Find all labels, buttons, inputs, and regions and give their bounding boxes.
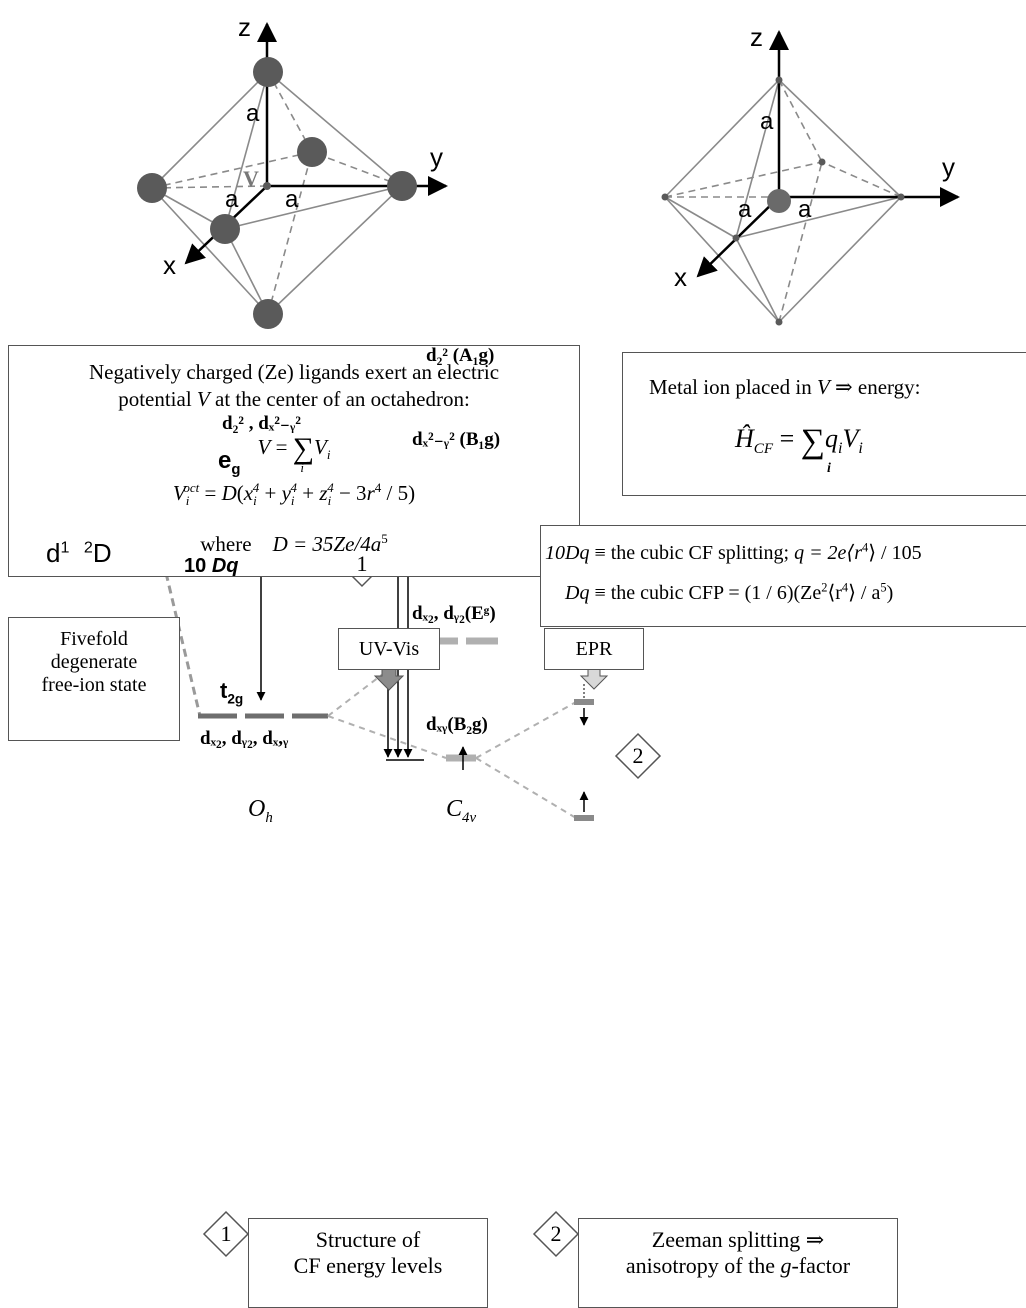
uvvis-tag: UV-Vis xyxy=(338,628,440,670)
left-axis-z-label: z xyxy=(238,12,251,42)
structure-box: Structure of CF energy levels xyxy=(248,1218,488,1308)
potential-line1: Negatively charged (Ze) ligands exert an… xyxy=(88,360,500,384)
dz2-level-label: d₂² (A₁g) xyxy=(426,345,495,366)
marker-diamond-4 xyxy=(532,1210,580,1258)
left-axis-x-label: x xyxy=(163,250,176,280)
c4v-symmetry-label: C4v xyxy=(446,796,477,826)
epr-tag: EPR xyxy=(544,628,644,670)
marker-diamond-3 xyxy=(202,1210,250,1258)
octahedron-left xyxy=(137,22,448,329)
ligand-back xyxy=(297,137,327,167)
free-ion-box: Fivefold degenerate free-ion state xyxy=(8,617,180,741)
marker-diamond-2 xyxy=(614,732,662,780)
metal-ion xyxy=(767,189,791,213)
right-axis-y-label: y xyxy=(942,152,955,182)
potential-where-line: where D = 35Ze/4a5 xyxy=(200,531,388,556)
octahedron-right xyxy=(661,30,960,326)
potential-oct-equation: Vioct = D(xi4 + yi4 + zi4 − 3r4 / 5) xyxy=(172,480,416,509)
definitions-box: 10Dq ≡ the cubic CF splitting; q = 2e⟨r4… xyxy=(540,525,1026,627)
left-edge-label-z: a xyxy=(246,100,260,127)
left-axis-y-label: y xyxy=(430,142,443,172)
zeeman-box: Zeeman splitting ⇒ anisotropy of the g-f… xyxy=(578,1218,898,1308)
potential-sum-equation: V = ∑Vi i xyxy=(257,432,331,475)
right-edge-label-x: a xyxy=(738,196,752,223)
right-edge-label-z: a xyxy=(760,108,774,135)
dxy-level-label: dₓᵧ(B₂g) xyxy=(426,714,488,735)
left-center-label: V xyxy=(243,166,259,191)
marker-1-number: 1 xyxy=(356,551,368,576)
ligand-left xyxy=(137,173,167,203)
t2g-orbitals-label: dₓ₂, dᵧ₂, dₓ,ᵧ xyxy=(200,728,289,749)
left-edge-label-x: a xyxy=(225,186,239,213)
ligand-front xyxy=(210,214,240,244)
left-edge-label-y: a xyxy=(285,186,299,213)
marker-4-number: 2 xyxy=(550,1221,562,1246)
potential-box: Negatively charged (Ze) ligands exert an… xyxy=(8,345,580,577)
free-ion-label: d1 2D xyxy=(46,538,112,568)
t2g-label: t2g xyxy=(220,678,244,707)
tendq-label: 10 Dq xyxy=(184,555,239,577)
ligand-bottom xyxy=(253,299,283,329)
dx2y2-level-label: dₓ²₋ᵧ² (B₁g) xyxy=(412,429,501,450)
metal-line1: Metal ion placed in V ⇒ energy: xyxy=(649,375,921,399)
center-point xyxy=(263,182,271,190)
ligand-top xyxy=(253,57,283,87)
definition-10dq: 10Dq ≡ the cubic CF splitting; q = 2e⟨r4… xyxy=(545,540,922,564)
right-axis-z-label: z xyxy=(750,22,763,52)
marker-3-number: 1 xyxy=(220,1221,232,1246)
ligand-right xyxy=(387,171,417,201)
hamiltonian-equation: ĤCF = ∑qiVi i xyxy=(735,423,863,476)
dxz-dyz-level-label: dₓ₂, dᵧ₂(Eᵍ) xyxy=(412,603,496,624)
metal-box: Metal ion placed in V ⇒ energy: ĤCF = ∑q… xyxy=(622,352,1026,496)
potential-line2: potential V at the center of an octahedr… xyxy=(118,387,470,411)
right-axis-x-label: x xyxy=(674,262,687,292)
definition-dq: Dq ≡ the cubic CFP = (1 / 6)(Ze2⟨r4⟩ / a… xyxy=(565,580,894,604)
right-edge-label-y: a xyxy=(798,196,812,223)
eg-orbitals-label: d₂² , dₓ²₋ᵧ² xyxy=(222,413,301,434)
oh-symmetry-label: Oh xyxy=(248,796,273,826)
marker-2-number: 2 xyxy=(632,743,644,768)
eg-label: eg xyxy=(218,447,241,478)
